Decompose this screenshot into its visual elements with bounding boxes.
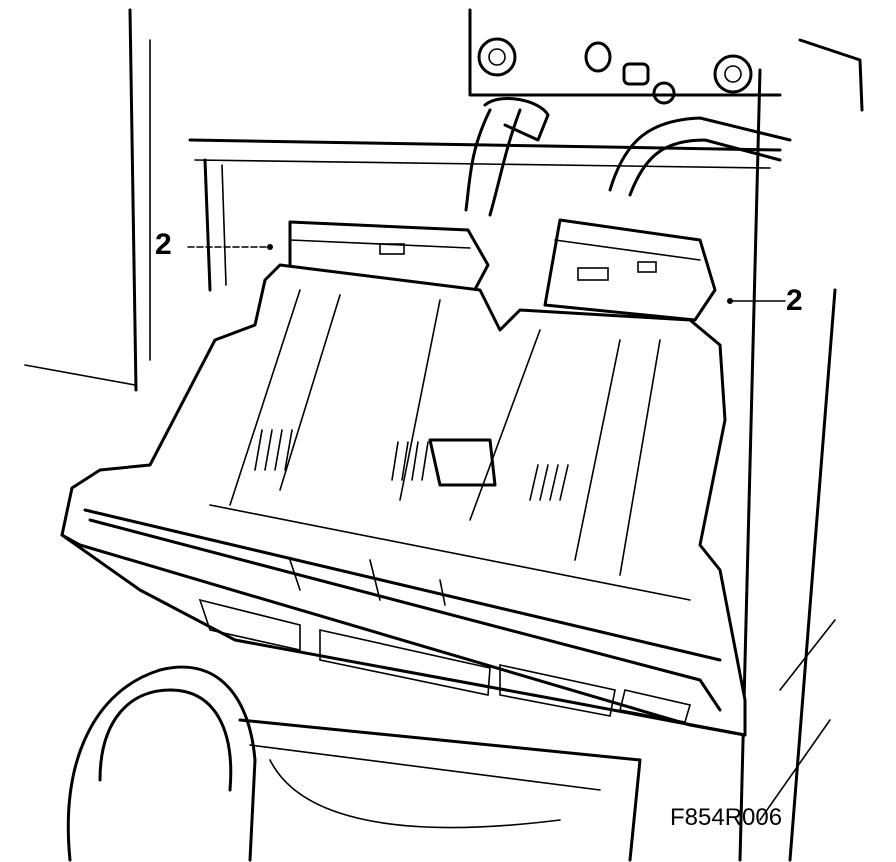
callout-label-left: 2: [155, 228, 172, 261]
cable-right: [608, 116, 792, 197]
bolt-right: [713, 54, 753, 94]
callout-label-right: 2: [786, 284, 803, 317]
bolt-left: [477, 37, 517, 77]
lower-console: [66, 665, 642, 862]
callout-leaders: [187, 244, 786, 304]
figure-code: F854R006: [670, 804, 783, 831]
cable-left: [464, 96, 550, 217]
storage-tray: [60, 263, 747, 737]
panel-holes: [584, 41, 676, 105]
dashboard-frame: [24, 8, 864, 862]
connector-right: [543, 218, 717, 322]
